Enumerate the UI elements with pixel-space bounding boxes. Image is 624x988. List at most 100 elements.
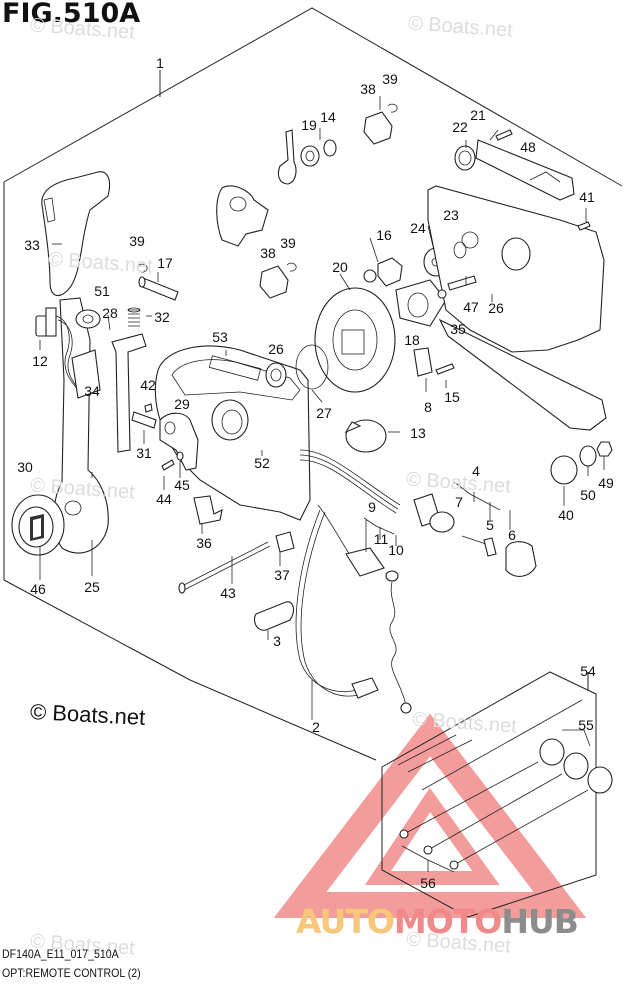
callout: 33 xyxy=(24,237,40,253)
callout: 17 xyxy=(157,255,173,271)
callout: 41 xyxy=(579,189,595,205)
screw-15 xyxy=(435,363,455,375)
bushing-26a xyxy=(265,362,287,388)
kit-spacers xyxy=(539,738,613,794)
callout: 55 xyxy=(578,717,594,733)
callout: 49 xyxy=(598,475,614,491)
callout: 16 xyxy=(376,227,392,243)
callout: 46 xyxy=(30,581,46,597)
plate-3 xyxy=(253,601,295,631)
seal-22 xyxy=(454,145,476,171)
drawing-code: DF140A_E11_017_510A xyxy=(2,947,119,961)
section-name: OPT:REMOTE CONTROL (2) xyxy=(2,966,141,980)
callout: 50 xyxy=(580,487,596,503)
callout: 9 xyxy=(368,499,376,515)
callout: 24 xyxy=(410,220,426,236)
clip-34 xyxy=(71,349,101,399)
callout: 23 xyxy=(443,207,459,223)
shift-bracket xyxy=(216,185,269,247)
callout-labels: 1 2 3 4 5 6 7 8 9 10 11 12 13 14 15 16 1… xyxy=(17,55,614,891)
callout: 14 xyxy=(320,109,336,125)
figure-title: FIG.510A xyxy=(2,0,141,29)
callout: 36 xyxy=(196,535,212,551)
callout: 47 xyxy=(463,299,479,315)
callout: 43 xyxy=(220,585,236,601)
hardware-kit-outline xyxy=(381,671,597,918)
callout: 45 xyxy=(174,477,190,493)
screw-42 xyxy=(144,403,153,413)
connector-2 xyxy=(351,677,379,699)
callout: 53 xyxy=(212,329,228,345)
shift-cam xyxy=(159,412,199,471)
callout: 52 xyxy=(254,455,270,471)
key-cap xyxy=(505,541,537,577)
callout: 7 xyxy=(455,494,463,510)
screw-47 xyxy=(447,275,477,291)
callout: 29 xyxy=(174,396,190,412)
callout: 38 xyxy=(360,81,376,97)
washer-50 xyxy=(579,445,597,467)
callout: 20 xyxy=(332,259,348,275)
callout: 3 xyxy=(273,633,281,649)
brand-part-hub: HUB xyxy=(501,902,579,941)
callout: 38 xyxy=(260,245,276,261)
lanyard-switch xyxy=(345,547,412,714)
callout: 35 xyxy=(450,321,466,337)
cover-strip-21 xyxy=(475,139,575,201)
ring-23 xyxy=(453,241,467,259)
callout: 30 xyxy=(17,459,33,475)
callout: 39 xyxy=(382,71,398,87)
callout: 28 xyxy=(102,305,118,321)
callout: 32 xyxy=(154,309,170,325)
screw-44 xyxy=(161,459,175,471)
callout: 25 xyxy=(84,579,100,595)
screw-48 xyxy=(495,129,513,141)
callout: 48 xyxy=(520,139,536,155)
brand-triangle-logo xyxy=(273,713,587,918)
clip-37 xyxy=(275,531,295,553)
callout: 51 xyxy=(94,283,110,299)
brand-part-moto: MOTO xyxy=(393,902,502,941)
plate-31 xyxy=(131,411,157,429)
kit-bolts xyxy=(397,699,589,870)
callout: 39 xyxy=(280,235,296,251)
callout: 42 xyxy=(140,377,156,393)
bracket-38 xyxy=(259,111,393,299)
plate-36 xyxy=(193,495,223,525)
callout: 56 xyxy=(420,875,436,891)
callout: 11 xyxy=(374,531,389,547)
callout: 19 xyxy=(301,117,317,133)
wiring-harness xyxy=(295,449,401,697)
neutral-switch xyxy=(35,307,82,393)
pad-40 xyxy=(550,455,578,485)
throttle-arm xyxy=(277,129,320,185)
callout: 37 xyxy=(274,567,290,583)
callout: 44 xyxy=(156,491,172,507)
long-screw-43 xyxy=(178,541,271,594)
spring xyxy=(127,307,141,327)
callout: 1 xyxy=(156,55,164,71)
lever-18 xyxy=(395,279,447,327)
detent-bar xyxy=(111,333,147,453)
callout: 13 xyxy=(410,425,426,441)
control-housing xyxy=(154,345,311,521)
callout: 54 xyxy=(580,663,596,679)
callout: 6 xyxy=(508,527,516,543)
callout: 26 xyxy=(488,300,504,316)
ignition-key xyxy=(461,535,497,557)
callout: 34 xyxy=(84,383,100,399)
callout: 22 xyxy=(452,119,468,135)
callout: 26 xyxy=(268,341,284,357)
callout: 2 xyxy=(312,719,320,735)
screw-41 xyxy=(577,221,591,231)
assembly-outline xyxy=(3,7,623,761)
callout: 8 xyxy=(424,399,432,415)
switch-8 xyxy=(413,347,433,377)
ignition-switch xyxy=(413,493,455,533)
callout: 27 xyxy=(316,405,332,421)
handle-grip xyxy=(41,171,111,297)
circlip-27 xyxy=(295,344,329,390)
nut-49 xyxy=(596,441,613,457)
brand-part-auto: AUTO xyxy=(296,902,395,941)
